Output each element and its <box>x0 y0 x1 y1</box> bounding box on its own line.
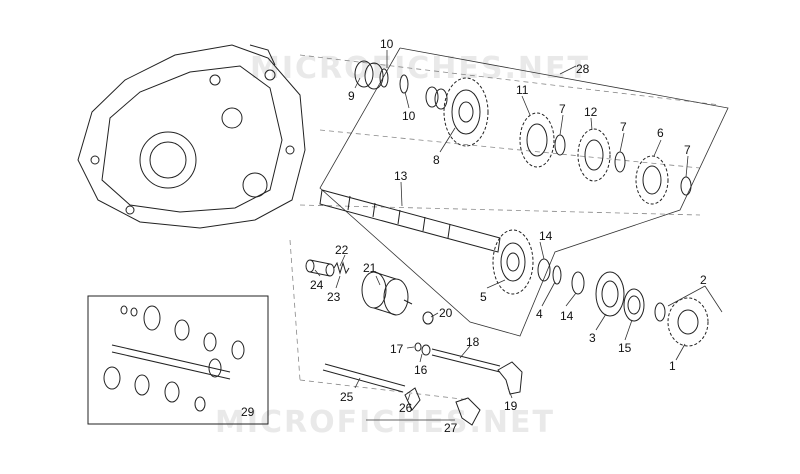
circlip-icon <box>614 151 626 173</box>
bearing-icon <box>595 271 625 317</box>
gear-icon <box>635 155 669 205</box>
gear-icon <box>577 128 611 182</box>
sprocket-icon <box>667 297 709 347</box>
bearing-icon <box>425 86 448 110</box>
shaft-icon <box>431 348 501 373</box>
callout-29: 29 <box>241 405 255 419</box>
selector-drum-icon <box>361 271 413 316</box>
gear-icon <box>443 77 489 147</box>
pin-icon <box>305 259 335 277</box>
callout-7a: 7 <box>559 102 566 116</box>
callout-18: 18 <box>466 335 480 349</box>
circlip-icon <box>680 176 692 196</box>
callout-17: 17 <box>390 342 404 356</box>
callout-5: 5 <box>480 290 487 304</box>
callout-2: 2 <box>700 273 707 287</box>
inset-gear-set <box>87 295 269 425</box>
fork-icon <box>404 387 421 411</box>
callout-23: 23 <box>327 290 341 304</box>
callout-25: 25 <box>340 390 354 404</box>
bearing-icon <box>354 60 384 90</box>
washer-icon <box>399 74 409 94</box>
callout-12: 12 <box>584 105 598 119</box>
washer-icon <box>414 342 422 352</box>
callout-15: 15 <box>618 341 632 355</box>
callout-3: 3 <box>589 331 596 345</box>
callout-14b: 14 <box>560 309 574 323</box>
callout-19: 19 <box>504 399 518 413</box>
callout-9: 9 <box>348 89 355 103</box>
washer-icon <box>379 68 389 88</box>
callout-20: 20 <box>439 306 453 320</box>
gear-icon <box>519 112 555 168</box>
alignment-lines <box>289 54 721 401</box>
callout-22: 22 <box>335 243 349 257</box>
circlip-icon <box>552 265 562 285</box>
callout-14a: 14 <box>539 229 553 243</box>
callout-10a: 10 <box>380 37 394 51</box>
fork-icon <box>455 397 481 426</box>
callout-8: 8 <box>433 153 440 167</box>
callout-7c: 7 <box>684 143 691 157</box>
circlip-icon <box>554 134 566 156</box>
callout-1: 1 <box>669 359 676 373</box>
fork-icon <box>497 361 523 395</box>
shaft-icon <box>322 363 406 393</box>
washer-icon <box>623 288 645 322</box>
washer-icon <box>421 344 431 356</box>
watermark-top: MICROFICHES.NET <box>250 51 590 86</box>
callout-6: 6 <box>657 126 664 140</box>
callout-28: 28 <box>576 62 590 76</box>
washer-icon <box>422 311 434 325</box>
washer-icon <box>571 271 585 295</box>
callout-16: 16 <box>414 363 428 377</box>
callout-21: 21 <box>363 261 377 275</box>
callout-24: 24 <box>310 278 324 292</box>
callout-4: 4 <box>536 307 543 321</box>
shaft-icon <box>319 189 501 253</box>
circlip-icon <box>654 302 666 322</box>
callout-labels: 1 2 3 4 5 6 7 7 7 8 9 10 10 11 12 13 14 … <box>241 37 707 435</box>
callout-13: 13 <box>394 169 408 183</box>
callout-11: 11 <box>516 83 529 97</box>
callout-27: 27 <box>444 421 458 435</box>
leader-lines <box>314 50 723 421</box>
spring-icon <box>333 261 350 275</box>
callout-7b: 7 <box>620 120 627 134</box>
gear-icon <box>492 229 534 295</box>
callout-26: 26 <box>399 401 413 415</box>
crankcase-icon <box>77 44 306 229</box>
callout-10b: 10 <box>402 109 416 123</box>
watermark-bottom: MICROFICHES.NET <box>215 405 555 440</box>
